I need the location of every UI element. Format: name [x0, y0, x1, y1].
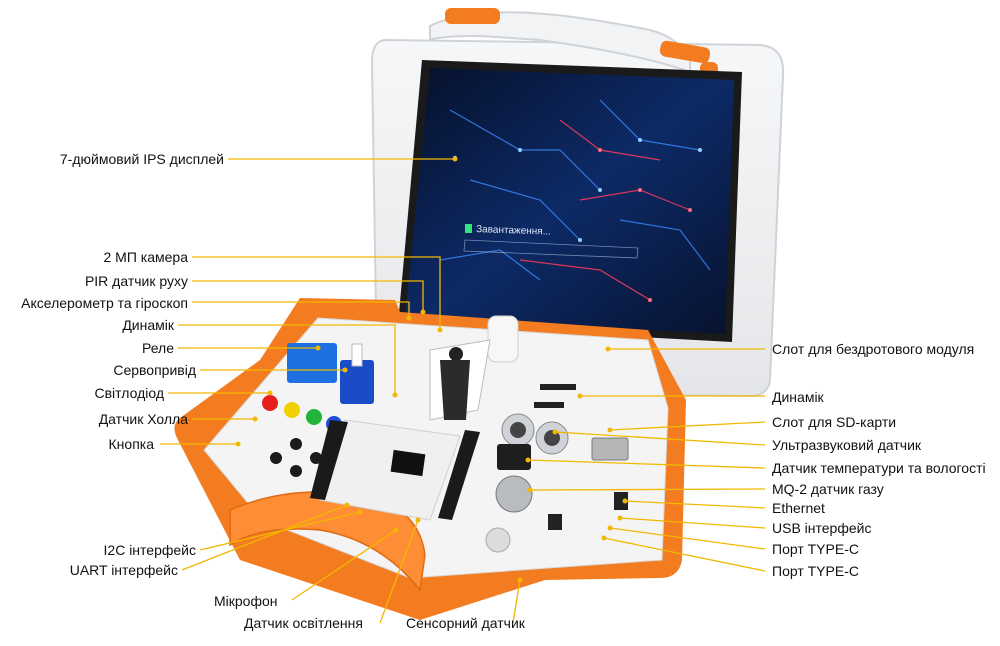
label-ethernet: Ethernet [772, 500, 825, 516]
label-ips-display: 7-дюймовий IPS дисплей [59, 151, 224, 167]
label-touch-sensor: Сенсорний датчик [406, 615, 525, 631]
label-accelerometer: Акселерометр та гіроскоп [21, 295, 188, 311]
label-relay: Реле [142, 340, 174, 356]
ethernet-port [614, 492, 628, 510]
label-servo: Сервопривід [113, 362, 196, 378]
lid-latch-left [445, 8, 500, 24]
camera-module [429, 315, 519, 421]
label-camera: 2 МП камера [103, 249, 189, 265]
sd-card-slot [591, 437, 629, 461]
buttons [270, 438, 322, 477]
label-speaker-right: Динамік [772, 389, 824, 405]
label-wireless-slot: Слот для бездротового модуля [772, 341, 975, 357]
mcu-board [310, 419, 480, 521]
label-microphone: Мікрофон [214, 593, 278, 609]
led-yellow [284, 402, 300, 418]
label-i2c: I2C інтерфейс [103, 542, 196, 558]
touch-sensor [485, 527, 511, 553]
label-gas-sensor: MQ-2 датчик газу [772, 481, 884, 497]
label-temp-humidity: Датчик температури та вологості [772, 460, 986, 476]
led-green [306, 409, 322, 425]
label-uart: UART інтерфейс [69, 562, 178, 578]
leader-lines [160, 158, 766, 624]
label-hall-sensor: Датчик Холла [98, 411, 188, 427]
relay [287, 343, 337, 383]
screen-loading-text: Завантаження... [476, 224, 551, 238]
label-typec-2: Порт TYPE-C [772, 563, 859, 579]
label-usb: USB інтерфейс [772, 520, 872, 536]
label-button: Кнопка [108, 436, 154, 452]
label-light-sensor: Датчик освітлення [244, 615, 363, 631]
servo [340, 360, 374, 404]
lid-latch-right [659, 40, 711, 64]
label-pir-sensor: PIR датчик руху [84, 273, 188, 289]
led-red [262, 395, 278, 411]
label-ultrasonic: Ультразвуковий датчик [772, 437, 922, 453]
gas-sensor [495, 475, 533, 513]
loading-indicator [465, 224, 472, 233]
label-led: Світлодіод [94, 385, 165, 401]
label-speaker-left: Динамік [122, 317, 174, 333]
label-sd-slot: Слот для SD-карти [772, 414, 897, 430]
temp-humidity-sensor [497, 444, 531, 470]
label-typec-1: Порт TYPE-C [772, 541, 859, 557]
ips-display: Завантаження... [398, 60, 742, 342]
leader-dots [235, 156, 628, 583]
